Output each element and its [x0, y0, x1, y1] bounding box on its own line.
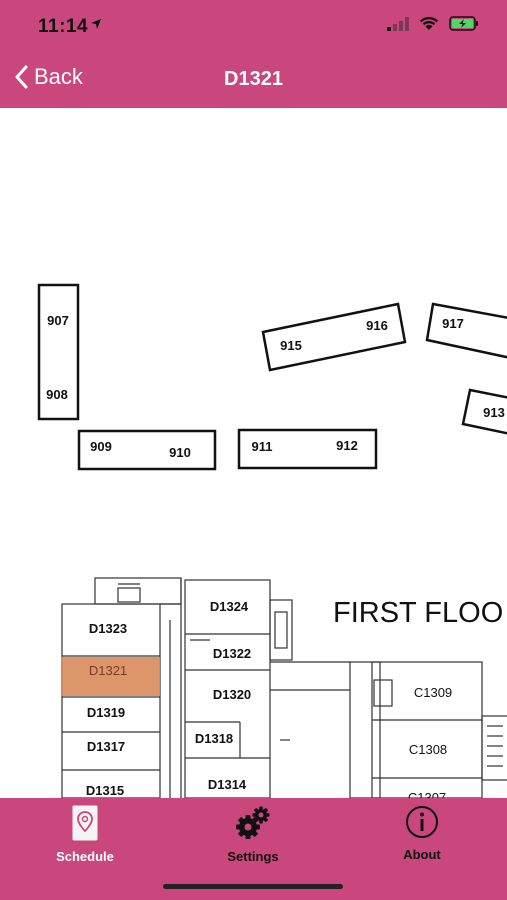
- floor-map[interactable]: 907 908 909 910 911 912 915 916 917 913 …: [0, 108, 507, 798]
- room-block-913[interactable]: [461, 388, 507, 436]
- back-button[interactable]: Back: [14, 64, 83, 90]
- room-label: D1317: [87, 739, 125, 754]
- room-label: D1324: [210, 599, 249, 614]
- tab-label: Settings: [227, 849, 279, 864]
- room-label: D1318: [195, 731, 233, 746]
- room-label: D1323: [89, 621, 127, 636]
- info-icon: [406, 806, 438, 838]
- room-label: 916: [366, 318, 388, 333]
- room-block-917[interactable]: [425, 302, 507, 360]
- room-label: D1315: [86, 783, 124, 798]
- gears-icon: [236, 806, 270, 839]
- room-label: 908: [46, 387, 68, 402]
- tab-settings[interactable]: Settings: [193, 804, 313, 864]
- back-label: Back: [34, 64, 83, 89]
- room-label: 907: [47, 313, 69, 328]
- tab-label: About: [403, 847, 441, 862]
- battery-charging-icon: [449, 16, 478, 31]
- status-time: 11:14: [38, 16, 89, 37]
- room-label: 909: [90, 439, 112, 454]
- room-label: D1320: [213, 687, 251, 702]
- selected-room-label: D1321: [89, 663, 127, 678]
- selected-room-highlight[interactable]: [61, 657, 160, 696]
- room-block-909-910[interactable]: [77, 429, 217, 471]
- room-label: D1322: [213, 646, 251, 661]
- room-label: C1308: [409, 742, 447, 757]
- room-label: 911: [252, 439, 273, 454]
- chevron-left-icon: [15, 65, 28, 89]
- page-title: D1321: [224, 68, 283, 90]
- tab-about[interactable]: About: [362, 804, 482, 862]
- room-label: 912: [336, 438, 358, 453]
- floor-label: FIRST FLOO: [333, 597, 503, 629]
- room-label: 910: [169, 445, 191, 460]
- room-label: D1319: [87, 705, 125, 720]
- room-block-911-912[interactable]: [237, 428, 378, 470]
- floor-map-drawing: 907 908 909 910 911 912 915 916 917 913 …: [37, 283, 507, 798]
- tab-bar: Schedule S: [0, 798, 507, 900]
- room-label: 913: [483, 405, 505, 420]
- location-arrow-icon: [91, 19, 101, 29]
- tab-label: Schedule: [56, 849, 114, 864]
- room-label: C1309: [414, 685, 452, 700]
- map-pin-icon: [71, 804, 99, 842]
- status-bar: 11:14: [0, 0, 507, 52]
- room-label: C1307: [408, 790, 446, 798]
- cellular-signal-icon: [387, 16, 409, 31]
- room-label: D1314: [208, 777, 247, 792]
- tab-schedule[interactable]: Schedule: [25, 804, 145, 864]
- room-block-907-908[interactable]: [37, 283, 80, 421]
- home-indicator[interactable]: [163, 884, 343, 889]
- navigation-bar: Back D1321: [0, 52, 507, 108]
- room-label: 915: [280, 338, 302, 353]
- room-block-915-916[interactable]: [261, 302, 407, 372]
- room-label: 917: [442, 316, 464, 331]
- wifi-icon: [420, 16, 438, 30]
